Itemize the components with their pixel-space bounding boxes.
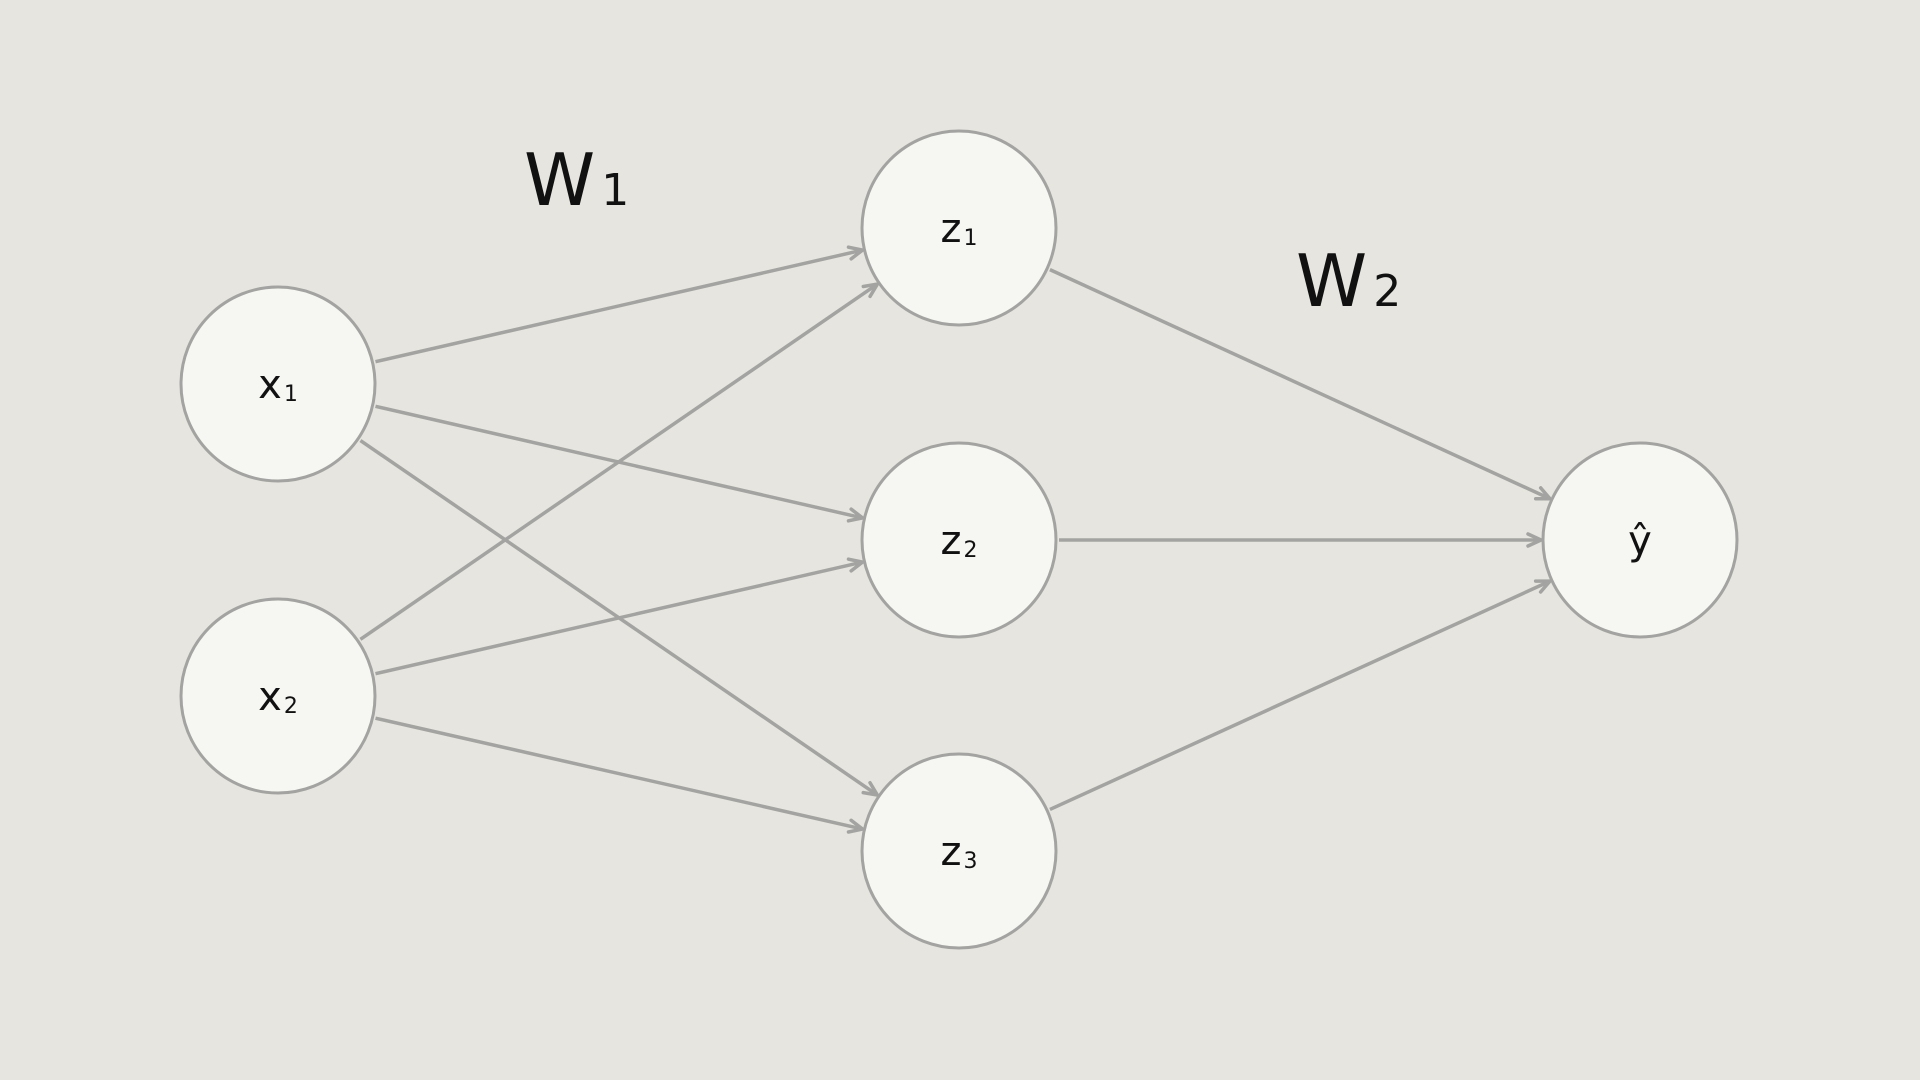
edge-x2-z2 bbox=[375, 557, 865, 676]
node-x2-label: x2 bbox=[258, 674, 298, 720]
edge-x1-z1 bbox=[375, 245, 865, 364]
weight-label-w2-sub: 2 bbox=[1373, 266, 1401, 317]
node-yhat-main: ŷ bbox=[1628, 518, 1652, 564]
arrowhead-icon bbox=[1533, 579, 1552, 594]
arrowhead-icon bbox=[861, 282, 880, 299]
weight-label-w1-sub: 1 bbox=[601, 165, 629, 216]
edge-x2-z3 bbox=[375, 716, 865, 834]
node-x2-sub: 2 bbox=[284, 694, 298, 719]
node-z2-label: z2 bbox=[941, 518, 978, 564]
node-x1-sub: 1 bbox=[284, 382, 298, 407]
edge-line bbox=[375, 560, 863, 676]
edge-line bbox=[375, 248, 863, 364]
node-z2-main: z bbox=[941, 518, 962, 564]
edge-x2-z1 bbox=[359, 282, 880, 641]
node-z3-label: z3 bbox=[941, 829, 978, 875]
node-x1-label: x1 bbox=[258, 362, 298, 408]
weight-label-w2-main: W bbox=[1296, 239, 1367, 323]
node-z1-main: z bbox=[941, 206, 962, 252]
node-x2: x2 bbox=[179, 597, 377, 795]
node-x1-main: x bbox=[258, 362, 282, 408]
nodes-layer: x1 x2 z1 z2 z3 bbox=[179, 129, 1739, 950]
node-yhat: ŷ bbox=[1541, 441, 1739, 639]
node-z2-sub: 2 bbox=[964, 538, 978, 563]
node-z3-main: z bbox=[941, 829, 962, 875]
arrowhead-icon bbox=[846, 818, 865, 834]
node-yhat-label: ŷ bbox=[1628, 518, 1652, 564]
arrowhead-icon bbox=[861, 780, 880, 797]
edge-z2-yhat bbox=[1059, 532, 1543, 548]
edge-line bbox=[375, 716, 863, 831]
edge-line bbox=[1049, 579, 1551, 812]
edge-line bbox=[1049, 268, 1551, 501]
arrowhead-icon bbox=[846, 557, 865, 573]
edge-line bbox=[359, 282, 879, 641]
node-x2-main: x bbox=[258, 674, 282, 720]
edge-z3-yhat bbox=[1049, 579, 1552, 812]
arrowhead-icon bbox=[1526, 532, 1543, 548]
arrowhead-icon bbox=[846, 245, 865, 261]
node-z1: z1 bbox=[860, 129, 1058, 327]
node-z2: z2 bbox=[860, 441, 1058, 639]
arrowhead-icon bbox=[846, 507, 865, 523]
node-z1-label: z1 bbox=[941, 206, 978, 252]
weight-label-w1-main: W bbox=[524, 138, 595, 222]
node-z3: z3 bbox=[860, 752, 1058, 950]
edge-z1-yhat bbox=[1049, 268, 1552, 501]
arrowhead-icon bbox=[1533, 486, 1552, 501]
node-x1: x1 bbox=[179, 285, 377, 483]
node-z1-sub: 1 bbox=[964, 226, 978, 251]
edges-layer bbox=[359, 245, 1552, 834]
node-z3-sub: 3 bbox=[964, 849, 978, 874]
